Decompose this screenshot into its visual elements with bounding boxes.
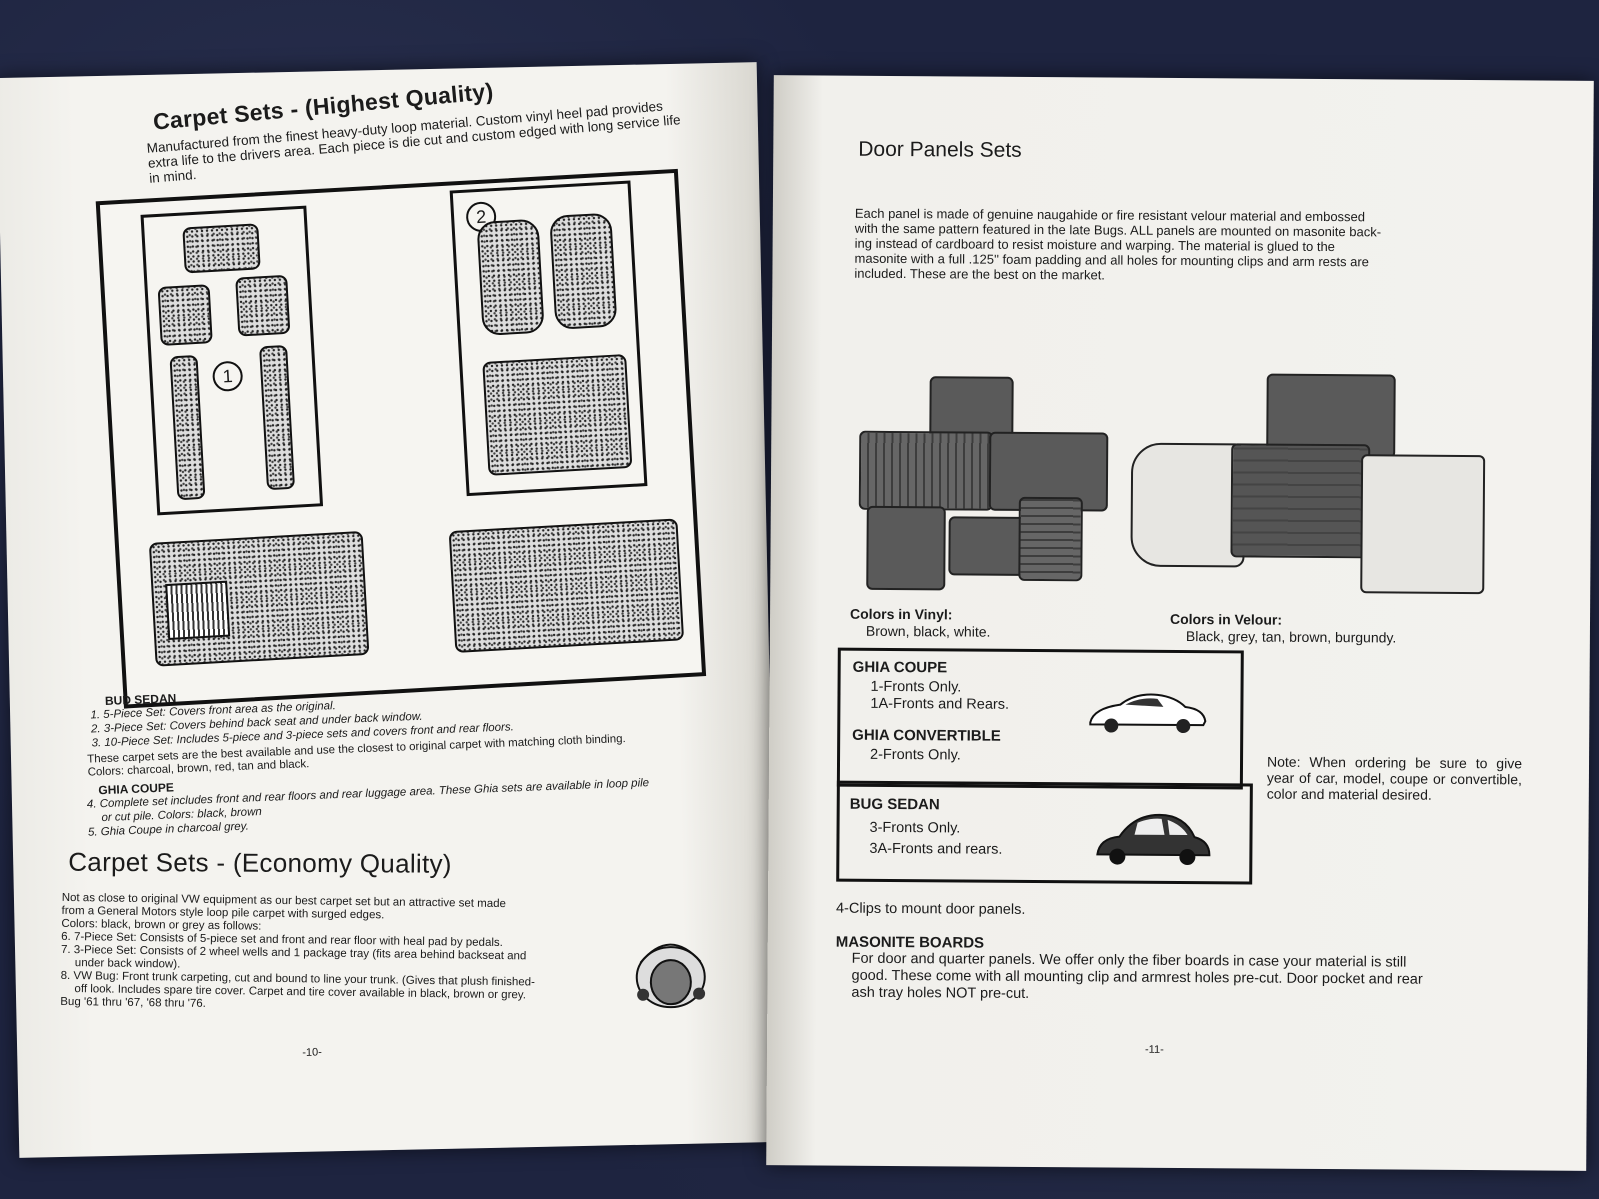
carpet-piece <box>157 284 213 346</box>
door-panel <box>1130 442 1246 568</box>
carpet-piece <box>259 344 296 491</box>
door-panels-title: Door Panels Sets <box>858 137 1022 162</box>
carpet-descriptions: BUD SEDAN 1. 5-Piece Set: Covers front a… <box>87 669 750 838</box>
ghia-coupe-items: 1-Fronts Only. 1A-Fronts and Rears. <box>870 679 1009 714</box>
carpet-piece <box>482 353 633 476</box>
ghia-car-icon <box>1085 690 1210 742</box>
carpet-floor-rear <box>448 518 685 653</box>
colors-velour-value: Black, grey, tan, brown, burgundy. <box>1185 628 1397 646</box>
door-panel <box>1230 443 1371 559</box>
car-item: 3A-Fronts and rears. <box>869 840 1003 858</box>
ghia-convertible-label: GHIA CONVERTIBLE <box>852 726 1001 745</box>
carpet-floor-front <box>148 530 370 667</box>
page-number-left: -10- <box>302 1046 322 1059</box>
diagram-set-1-box: 1 <box>140 205 324 516</box>
car-item: 2-Fronts Only. <box>870 746 961 764</box>
economy-description: Not as close to original VW equipment as… <box>60 892 622 1017</box>
page-number-right: -11- <box>1144 1043 1164 1056</box>
carpet-piece <box>235 274 291 337</box>
ghia-order-box: GHIA COUPE 1-Fronts Only. 1A-Fronts and … <box>836 647 1244 790</box>
ghia-coupe-label: GHIA COUPE <box>852 658 948 677</box>
door-panel <box>858 430 994 511</box>
colors-vinyl-value: Brown, black, white. <box>865 622 991 640</box>
door-panel <box>1018 496 1083 582</box>
carpet-piece <box>169 354 206 501</box>
bug-sedan-label: BUG SEDAN <box>849 795 940 814</box>
page-left: Carpet Sets - (Highest Quality) Manufact… <box>0 62 780 1158</box>
car-item: 1-Fronts Only. <box>870 678 962 696</box>
colors-vinyl: Colors in Vinyl: Brown, black, white. <box>850 606 991 641</box>
vw-trunk-illustration <box>630 931 712 1013</box>
carpet-economy-title: Carpet Sets - (Economy Quality) <box>68 846 452 879</box>
carpet-piece <box>182 223 261 274</box>
door-panel <box>866 505 946 591</box>
masonite-section: MASONITE BOARDS For door and quarter pan… <box>835 934 1535 1007</box>
colors-velour: Colors in Velour: Black, grey, tan, brow… <box>1170 611 1397 647</box>
bug-order-box: BUG SEDAN 3-Fronts Only. 3A-Fronts and r… <box>836 780 1253 885</box>
carpet-piece <box>476 218 545 336</box>
carpet-piece <box>549 212 618 330</box>
velour-panels-image <box>1130 373 1492 601</box>
ordering-note: Note: When ordering be sure to give year… <box>1266 753 1523 803</box>
door-panel <box>1360 454 1486 595</box>
colors-velour-label: Colors in Velour: <box>1169 610 1283 628</box>
masonite-line: ash tray holes NOT pre-cut. <box>851 984 1030 1002</box>
door-panels-intro: Each panel is made of genuine naugahide … <box>854 206 1485 285</box>
clips-item: 4-Clips to mount door panels. <box>835 900 1026 918</box>
carpet-diagram: 1 2 <box>95 168 707 709</box>
bug-car-icon <box>1089 810 1214 874</box>
car-item: 3-Fronts Only. <box>869 819 961 837</box>
colors-vinyl-label: Colors in Vinyl: <box>850 605 953 623</box>
car-item: 1A-Fronts and Rears. <box>870 695 1010 713</box>
diagram-label-1: 1 <box>211 360 244 393</box>
page-right: Door Panels Sets Each panel is made of g… <box>766 75 1594 1171</box>
intro-line: included. These are the best on the mark… <box>854 265 1106 283</box>
door-panel <box>948 516 1028 576</box>
diagram-set-2-box: 2 <box>449 180 648 497</box>
vinyl-panels-image <box>858 376 1110 598</box>
bug-sedan-items: 3-Fronts Only. 3A-Fronts and rears. <box>869 818 1002 861</box>
heel-pad <box>165 580 231 640</box>
